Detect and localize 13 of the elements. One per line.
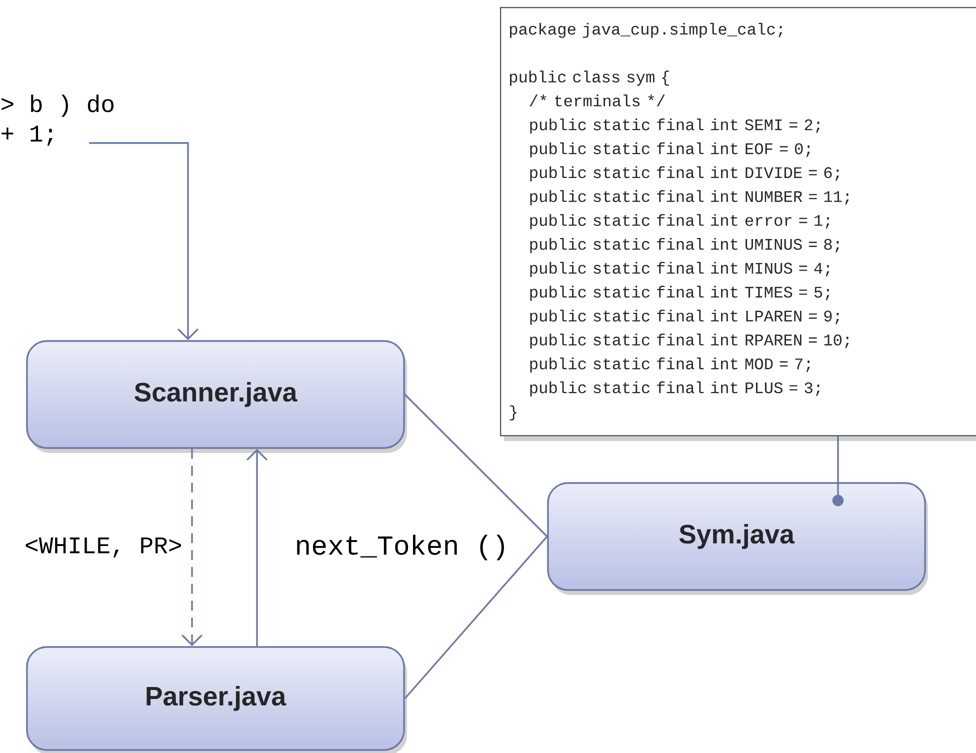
arrow <box>182 448 202 646</box>
file-box: Scanner.java <box>26 340 407 453</box>
connector-line <box>832 436 844 506</box>
code-listing: package java_cup.simple_calc; public class sym { /* terminals */ public static final int SEMI = 2; public static final int EOF = 0; public static final int DIVIDE = 6; public static final int NUMBER = 11; public static final int error = 1; public static final int UMINUS = 8; public static final int MINUS = 4; public static final int TIMES = 5; public static final int LPAREN = 9; public static final int RPAREN = 10; public static final int MOD = 7; public static final int PLUS = 3; } <box>500 7 976 441</box>
edge-label: <WHILE, PR> <box>23 536 184 559</box>
file-box: Sym.java <box>547 482 928 595</box>
connector-line <box>404 394 548 538</box>
file-box: Parser.java <box>26 646 407 753</box>
code-snippet: > b ) do + 1; <box>2 94 114 146</box>
arrow <box>89 142 198 340</box>
edge-label: next_Token () <box>293 533 510 562</box>
arrow <box>246 448 268 646</box>
connector-line <box>404 536 548 700</box>
